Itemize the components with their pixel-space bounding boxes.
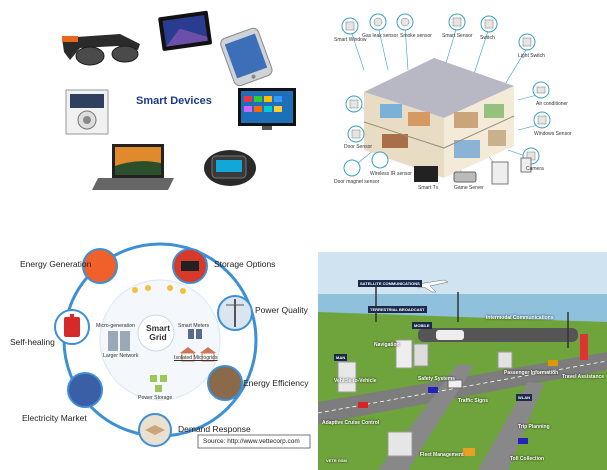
label-toll-collection: Toll Collection — [510, 456, 545, 462]
smart-tv-icon — [238, 88, 296, 130]
label-traffic-signs: Traffic Signs — [458, 398, 489, 404]
camera-device-icon — [65, 89, 109, 135]
building — [337, 361, 357, 393]
label-energy-efficiency: Energy Efficiency — [243, 378, 309, 388]
label-isolated-microgrids: Isolated Microgrids — [174, 355, 218, 361]
label-vetr: VETR GSM — [326, 458, 347, 463]
label-larger-network: Larger Network — [103, 353, 139, 359]
label-smart-tv: Smart Tv — [418, 185, 439, 191]
smart-grid-panel: Smart Grid Energy Generation Storage Opt… — [0, 235, 318, 470]
smart-devices-title: Smart Devices — [136, 95, 212, 107]
label-intermodal: Intermodal Communications — [486, 315, 554, 321]
label-passenger-information: Passenger Information — [504, 370, 559, 376]
label-self-healing: Self-healing — [10, 337, 55, 347]
smart-grid-title: Smart Grid — [145, 323, 171, 342]
label-safety-systems: Safety Systems — [418, 376, 455, 382]
label-smart-sensor: Smart Sensor — [442, 33, 473, 39]
label-navigation: Navigation — [374, 342, 400, 348]
energy-efficiency-icon — [207, 365, 243, 401]
label-electricity-market: Electricity Market — [22, 413, 87, 423]
label-demand-response: Demand Response — [178, 424, 251, 434]
label-windows-sensor: Windows Sensor — [534, 131, 572, 137]
smart-home-illustration — [341, 13, 551, 185]
car-icon — [358, 402, 368, 408]
smartphone-icon — [220, 27, 273, 87]
smart-grid-illustration — [54, 242, 311, 449]
label-light-switch: Light Switch — [518, 53, 545, 59]
power-storage-icon — [150, 375, 167, 392]
label-air-conditioner: Air conditioner — [536, 101, 568, 107]
smart-transport-illustration — [318, 252, 607, 470]
tag-satellite: SATELLITE COMMUNICATIONS — [358, 280, 422, 287]
game-server-icon — [453, 171, 477, 183]
smart-devices-illustration — [62, 10, 296, 190]
source-text: Source: http://www.vettecorp.com — [203, 438, 300, 445]
label-fleet-management: Fleet Management — [420, 452, 464, 458]
electricity-market-icon — [67, 372, 103, 408]
label-door-sensor: Door Sensor — [344, 144, 373, 150]
smartwatch-icon — [204, 150, 256, 186]
label-storage-options: Storage Options — [214, 259, 276, 269]
label-wireless-ir: Wireless IR sensor — [370, 171, 412, 177]
smart-devices-panel: Smart Devices — [0, 0, 303, 235]
tag-mobile: MOBILE — [412, 322, 432, 329]
label-trip-planning: Trip Planning — [518, 424, 550, 430]
bus-icon — [447, 379, 463, 389]
smart-glasses-icon — [62, 34, 140, 66]
label-door-magnet: Door magnet sensor — [334, 179, 380, 185]
label-camera: Camera — [526, 166, 544, 172]
label-smart-meters: Smart Meters — [178, 323, 210, 329]
label-gas-leak: Gas leak sensor — [362, 33, 399, 39]
label-vehicle-to-vehicle: Vehicle-to-Vehicle — [334, 378, 377, 384]
energy-generation-icon — [82, 248, 118, 284]
lighthouse-icon — [580, 334, 588, 360]
tablet-icon — [158, 10, 212, 51]
label-switch: Switch — [480, 35, 495, 41]
laptop-icon — [92, 144, 174, 190]
source-box — [197, 434, 311, 449]
label-adaptive-cruise: Adaptive Cruise Control — [322, 420, 380, 426]
plane-icon — [417, 279, 449, 293]
label-power-storage: Power Storage — [138, 395, 173, 401]
smart-transport-panel: SATELLITE COMMUNICATIONS TERRESTRIAL BRO… — [318, 252, 607, 470]
label-energy-generation: Energy Generation — [20, 259, 92, 269]
camera-icon — [520, 157, 532, 173]
master-panel-icon — [491, 161, 509, 185]
label-micro-generation: Micro-generation — [96, 323, 135, 329]
label-game-server: Game Server — [454, 185, 484, 191]
train-icon — [436, 330, 464, 340]
smart-home-panel: Smart Window Gas leak sensor Smoke senso… — [304, 0, 607, 235]
tag-man: MAN — [334, 354, 348, 361]
inner-grid-icons — [132, 285, 186, 294]
label-smoke-sensor: Smoke sensor — [400, 33, 432, 39]
label-power-quality: Power Quality — [255, 305, 308, 315]
tag-wlan: WLAN — [516, 394, 532, 401]
label-smart-window: Smart Window — [334, 37, 367, 43]
label-travel-assistance: Travel Assistance — [562, 374, 605, 380]
tag-terrestrial: TERRESTRIAL BROADCAST — [368, 306, 427, 313]
tv-device-icon — [414, 166, 438, 182]
